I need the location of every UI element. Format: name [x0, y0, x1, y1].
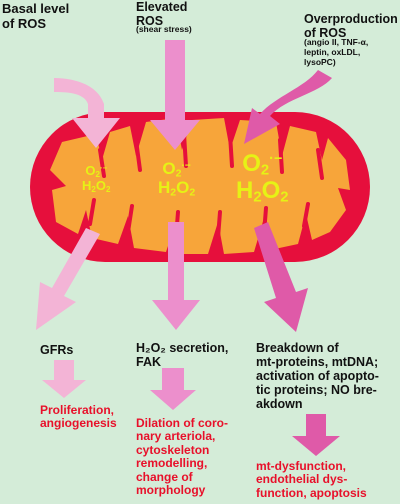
arrow-left-down [36, 228, 100, 330]
label-gfrs: GFRs [40, 343, 74, 357]
ros-middle: O2·− H2O2 [158, 159, 196, 199]
label-breakdown: Breakdown of mt-proteins, mtDNA; activat… [256, 341, 379, 411]
ros-right: O2·− H2O2 [236, 150, 289, 206]
arrow-right-final [292, 414, 340, 456]
label-h2o2-secretion: H₂O₂ secretion, FAK [136, 341, 229, 369]
label-proliferation: Proliferation, angiogenesis [40, 403, 117, 431]
arrow-elevated-down [150, 40, 200, 150]
label-overproduction-ros: Overproduction of ROS [304, 12, 398, 40]
label-elevated-ros: Elevated ROS [136, 0, 188, 28]
label-elevated-ros-sub: (shear stress) [136, 24, 192, 34]
label-dilation: Dilation of coro- nary arteriola, cytosk… [136, 416, 228, 498]
arrow-right-down [254, 222, 308, 332]
ros-left: O2·− H2O2 [82, 163, 111, 195]
label-basal-ros: Basal level of ROS [2, 1, 70, 31]
arrow-middle-down [152, 222, 200, 330]
label-mt-dysfunction: mt-dysfunction, endothelial dys- functio… [256, 459, 367, 500]
label-overproduction-ros-sub: (angio II, TNF-α, leptin, oxLDL, lysoPC) [304, 37, 369, 67]
arrow-left-final [42, 360, 86, 398]
arrow-overproduction-down [244, 70, 332, 144]
arrow-middle-final [150, 368, 196, 410]
mitochondrion-matrix-cristae [50, 118, 350, 254]
arrow-basal-down [54, 78, 120, 148]
